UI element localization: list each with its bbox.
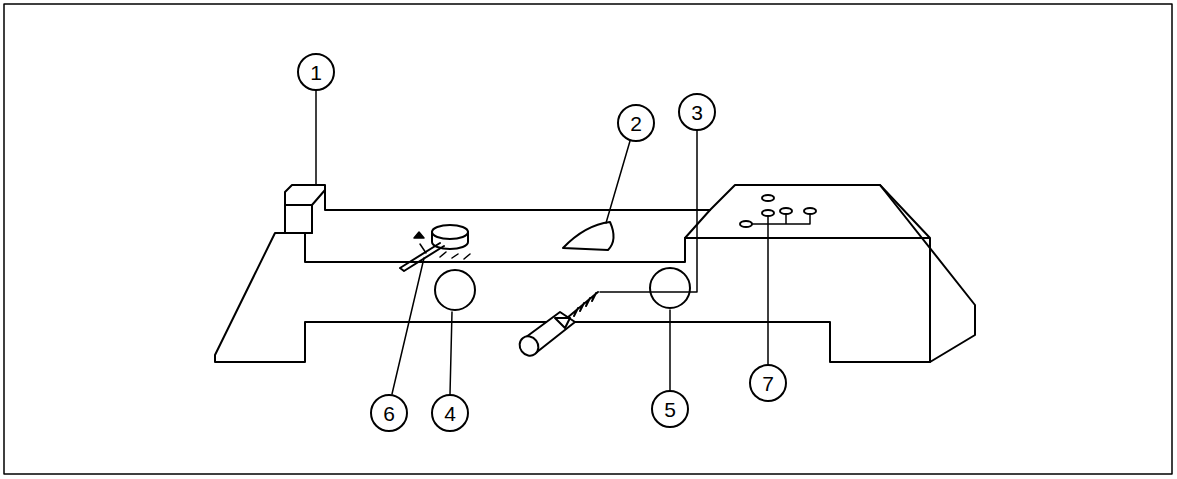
callout-number: 2 bbox=[617, 104, 655, 142]
screw-body bbox=[516, 333, 542, 360]
hole bbox=[740, 221, 752, 227]
hole bbox=[650, 268, 690, 308]
callout-text: 2 bbox=[630, 113, 642, 134]
leader-line bbox=[315, 91, 317, 185]
device-body bbox=[215, 185, 975, 362]
hole bbox=[780, 208, 792, 214]
callout-text: 7 bbox=[762, 373, 774, 394]
leader-line bbox=[669, 310, 671, 390]
callout-number: 6 bbox=[370, 394, 408, 432]
leader-line bbox=[606, 141, 630, 223]
arrow-symbol bbox=[440, 252, 470, 259]
lens-part bbox=[563, 222, 614, 250]
callout-number: 4 bbox=[431, 394, 469, 432]
knob bbox=[432, 232, 468, 249]
frame bbox=[4, 4, 1172, 474]
leader-line bbox=[752, 214, 810, 364]
leader-line bbox=[600, 131, 697, 292]
callout-number: 7 bbox=[749, 364, 787, 402]
channel bbox=[305, 210, 710, 262]
hole bbox=[804, 208, 816, 214]
leader-line bbox=[392, 258, 424, 394]
rib bbox=[285, 190, 325, 233]
callout-text: 1 bbox=[310, 62, 322, 83]
callout-number: 1 bbox=[297, 53, 335, 91]
callout-text: 3 bbox=[691, 102, 703, 123]
callout-text: 4 bbox=[444, 403, 456, 424]
arrow-symbol bbox=[414, 232, 426, 253]
screw-body bbox=[555, 318, 570, 328]
right-block bbox=[685, 185, 930, 362]
hole bbox=[762, 195, 774, 201]
callout-number: 5 bbox=[651, 390, 689, 428]
knob bbox=[432, 225, 468, 239]
leader-line bbox=[450, 312, 452, 394]
callout-number: 3 bbox=[678, 93, 716, 131]
thread bbox=[567, 292, 598, 318]
callout-text: 6 bbox=[383, 403, 395, 424]
callout-text: 5 bbox=[664, 399, 676, 420]
hole bbox=[435, 270, 475, 310]
hole bbox=[762, 210, 774, 216]
